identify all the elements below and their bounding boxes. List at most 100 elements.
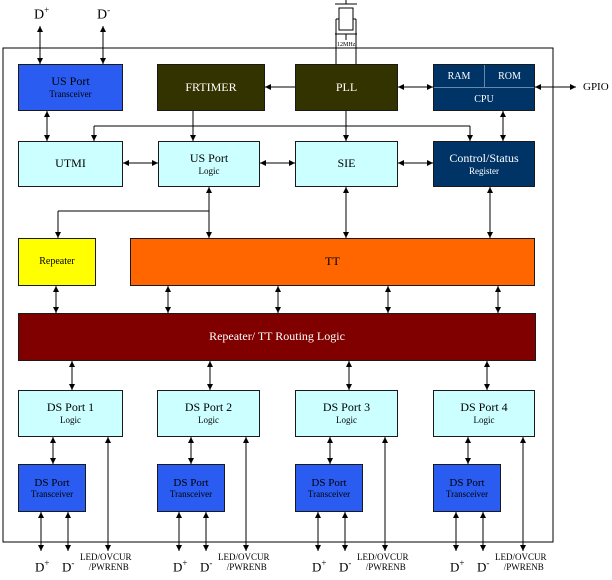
ds2-dplus-label: D+ bbox=[173, 558, 188, 575]
internal-buses bbox=[38, 84, 576, 551]
block-title: SIE bbox=[337, 156, 356, 171]
rom-label: ROM bbox=[498, 70, 521, 82]
plus-sign: + bbox=[44, 5, 50, 15]
ds1-led-label: LED/OVCUR /PWRENB bbox=[80, 552, 132, 573]
cpu-cell: CPU bbox=[434, 88, 534, 110]
block-title: TT bbox=[325, 254, 340, 269]
block-title: DS Port 3 bbox=[322, 400, 371, 415]
ds2-led-label: LED/OVCUR /PWRENB bbox=[218, 552, 270, 573]
block-title: DS Port bbox=[449, 476, 485, 489]
block-subtitle: Transceiver bbox=[49, 89, 92, 100]
repeater-block: Repeater bbox=[18, 238, 96, 286]
minus-sign: - bbox=[107, 5, 111, 15]
led-line1: LED/OVCUR bbox=[495, 552, 547, 562]
block-title: DS Port bbox=[311, 476, 347, 489]
block-title: FRTIMER bbox=[185, 79, 237, 94]
block-title: Control/Status bbox=[449, 150, 519, 165]
block-title: Repeater/ TT Routing Logic bbox=[209, 329, 345, 344]
ds2-dminus-label: D- bbox=[200, 558, 213, 575]
ds-port-3-transceiver-block: DS Port Transceiver bbox=[295, 464, 363, 512]
led-line2: /PWRENB bbox=[226, 561, 267, 572]
sie-block: SIE bbox=[295, 141, 398, 187]
plus-sign: + bbox=[182, 558, 188, 568]
block-subtitle: Transceiver bbox=[30, 489, 74, 500]
us-port-transceiver-block: US Port Transceiver bbox=[18, 64, 123, 111]
block-subtitle: Transceiver bbox=[169, 489, 213, 500]
us-dplus-label: D+ bbox=[34, 6, 49, 23]
control-status-block: Control/Status Register bbox=[433, 141, 535, 187]
block-subtitle: Register bbox=[469, 165, 499, 176]
d-letter: D bbox=[173, 559, 183, 575]
cpu-label: CPU bbox=[474, 93, 494, 105]
d-letter: D bbox=[450, 559, 460, 575]
d-letter: D bbox=[35, 559, 45, 575]
us-port-logic-block: US Port Logic bbox=[158, 141, 260, 187]
block-subtitle: Logic bbox=[473, 415, 495, 426]
ds1-dminus-label: D- bbox=[62, 558, 75, 575]
d-letter: D bbox=[62, 559, 72, 575]
block-title: DS Port 4 bbox=[460, 400, 508, 415]
ds-port-4-logic-block: DS Port 4 Logic bbox=[433, 390, 535, 437]
ds-port-2-logic-block: DS Port 2 Logic bbox=[157, 390, 260, 437]
routing-logic-block: Repeater/ TT Routing Logic bbox=[18, 313, 536, 361]
block-title: DS Port 2 bbox=[184, 400, 233, 415]
led-line1: LED/OVCUR bbox=[357, 552, 409, 562]
minus-sign: - bbox=[209, 558, 213, 568]
d-letter: D bbox=[312, 559, 322, 575]
block-title: US Port bbox=[189, 150, 229, 165]
d-letter: D bbox=[477, 559, 487, 575]
chip-boundary bbox=[2, 47, 554, 543]
ram-cell: RAM bbox=[434, 65, 485, 88]
ds-port-4-transceiver-block: DS Port Transceiver bbox=[433, 464, 501, 512]
block-subtitle: Transceiver bbox=[307, 489, 351, 500]
plus-sign: + bbox=[459, 558, 465, 568]
tt-block: TT bbox=[130, 238, 535, 286]
utmi-block: UTMI bbox=[18, 141, 123, 187]
block-title: PLL bbox=[335, 79, 358, 94]
block-subtitle: Logic bbox=[198, 165, 220, 176]
rom-cell: ROM bbox=[485, 65, 534, 88]
d-letter: D bbox=[339, 559, 349, 575]
block-subtitle: Logic bbox=[198, 415, 219, 426]
pll-block: PLL bbox=[295, 64, 398, 111]
ds4-led-label: LED/OVCUR /PWRENB bbox=[495, 552, 547, 573]
minus-sign: - bbox=[348, 558, 352, 568]
d-letter: D bbox=[200, 559, 210, 575]
block-subtitle: Logic bbox=[60, 415, 81, 426]
led-line2: /PWRENB bbox=[365, 561, 406, 572]
plus-sign: + bbox=[44, 558, 50, 568]
ds-port-1-transceiver-block: DS Port Transceiver bbox=[18, 464, 86, 512]
led-line1: LED/OVCUR bbox=[80, 552, 132, 562]
ds3-dplus-label: D+ bbox=[312, 558, 327, 575]
ds3-led-label: LED/OVCUR /PWRENB bbox=[357, 552, 409, 573]
crystal-icon bbox=[335, 0, 357, 64]
ds-port-2-transceiver-block: DS Port Transceiver bbox=[157, 464, 225, 512]
ram-label: RAM bbox=[447, 70, 471, 82]
ds-port-1-logic-block: DS Port 1 Logic bbox=[18, 390, 123, 437]
d-letter: D bbox=[34, 7, 45, 23]
us-port-pins bbox=[37, 26, 106, 64]
crystal-label: 12MHz bbox=[337, 42, 356, 48]
ds4-dplus-label: D+ bbox=[450, 558, 465, 575]
block-title: Repeater bbox=[39, 256, 75, 268]
minus-sign: - bbox=[486, 558, 490, 568]
us-dminus-label: D- bbox=[97, 6, 110, 23]
minus-sign: - bbox=[71, 558, 75, 568]
block-title: US Port bbox=[51, 74, 90, 89]
led-line2: /PWRENB bbox=[503, 561, 544, 572]
block-title: DS Port 1 bbox=[46, 400, 95, 415]
led-line1: LED/OVCUR bbox=[218, 552, 270, 562]
gpio-label: GPIO bbox=[583, 81, 609, 93]
ds3-dminus-label: D- bbox=[339, 558, 352, 575]
ds-port-3-logic-block: DS Port 3 Logic bbox=[295, 390, 398, 437]
block-title: DS Port bbox=[34, 476, 70, 489]
cpu-block: RAM ROM CPU bbox=[433, 64, 535, 111]
block-title: UTMI bbox=[55, 156, 86, 171]
ds1-dplus-label: D+ bbox=[35, 558, 50, 575]
ds4-dminus-label: D- bbox=[477, 558, 490, 575]
led-line2: /PWRENB bbox=[88, 561, 129, 572]
d-letter: D bbox=[97, 7, 108, 23]
frtimer-block: FRTIMER bbox=[157, 64, 265, 111]
plus-sign: + bbox=[321, 558, 327, 568]
